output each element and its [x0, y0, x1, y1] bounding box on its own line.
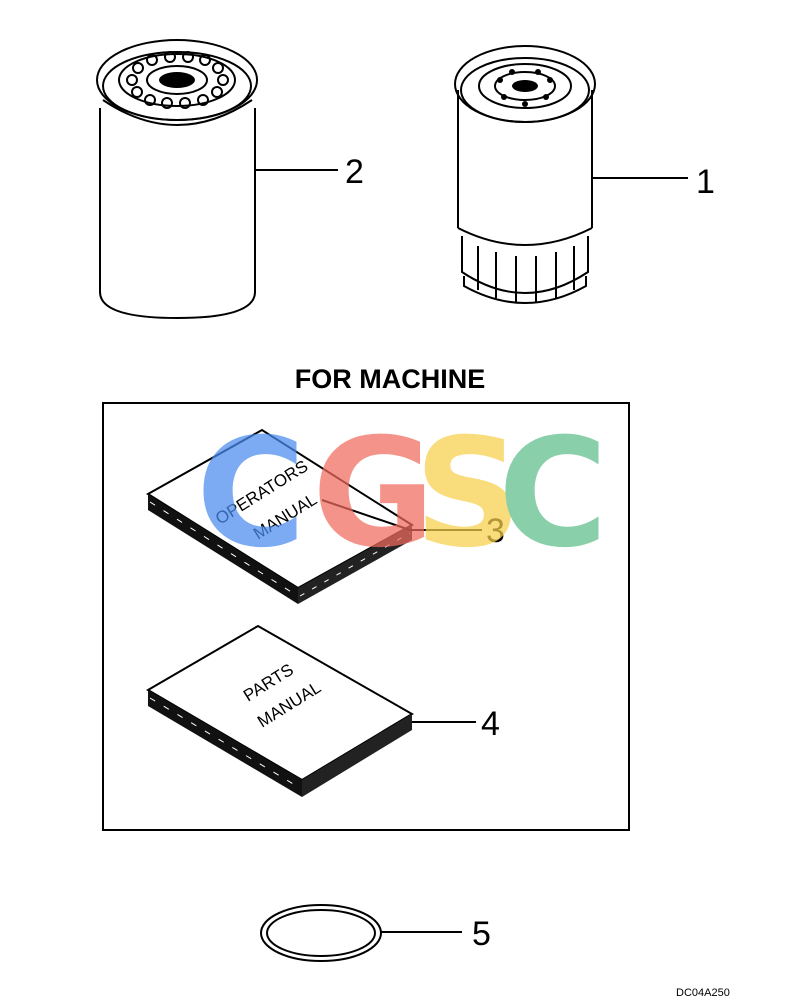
parts-manual-book: PARTS MANUAL [146, 624, 414, 797]
cgsc-watermark: C G S C [196, 407, 608, 581]
watermark-letter-3: S [414, 407, 522, 581]
section-title: FOR MACHINE [295, 364, 486, 394]
callout-4: 4 [481, 705, 500, 743]
watermark-letter-4: C [498, 407, 608, 581]
callout-2: 2 [345, 153, 364, 191]
drawing-code: DC04A250 [676, 987, 730, 999]
callout-3: 3 [486, 512, 505, 550]
callout-1: 1 [696, 163, 715, 201]
callout-5: 5 [472, 915, 491, 953]
filter-1 [454, 45, 596, 304]
o-ring-5 [260, 904, 382, 962]
operators-manual-book: OPERATORS MANUAL [146, 428, 414, 604]
watermark-letter-2: G [312, 407, 435, 581]
watermark-letter-1: C [196, 407, 306, 581]
filter-2 [96, 39, 258, 320]
machine-items-frame [102, 402, 630, 831]
leader-line-3 [321, 499, 482, 531]
